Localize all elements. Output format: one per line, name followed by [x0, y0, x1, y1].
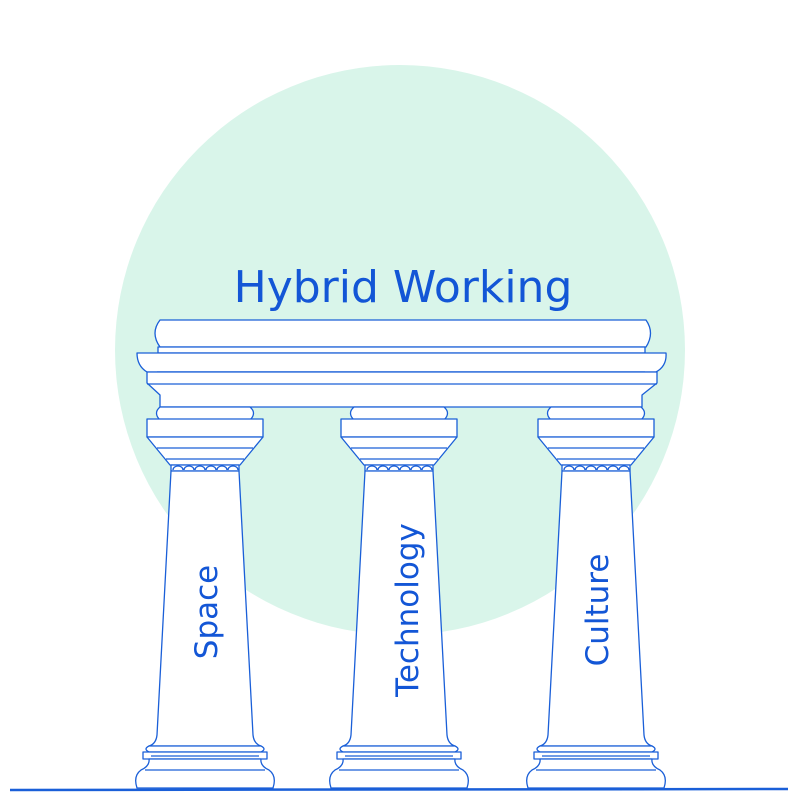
pillar-label-space: Space [189, 565, 225, 659]
diagram-title: Hybrid Working [234, 262, 573, 313]
pillar-label-technology: Technology [390, 523, 426, 698]
pillar-label-culture: Culture [580, 554, 616, 667]
entablature [136, 319, 667, 408]
ground-line [9, 787, 789, 792]
